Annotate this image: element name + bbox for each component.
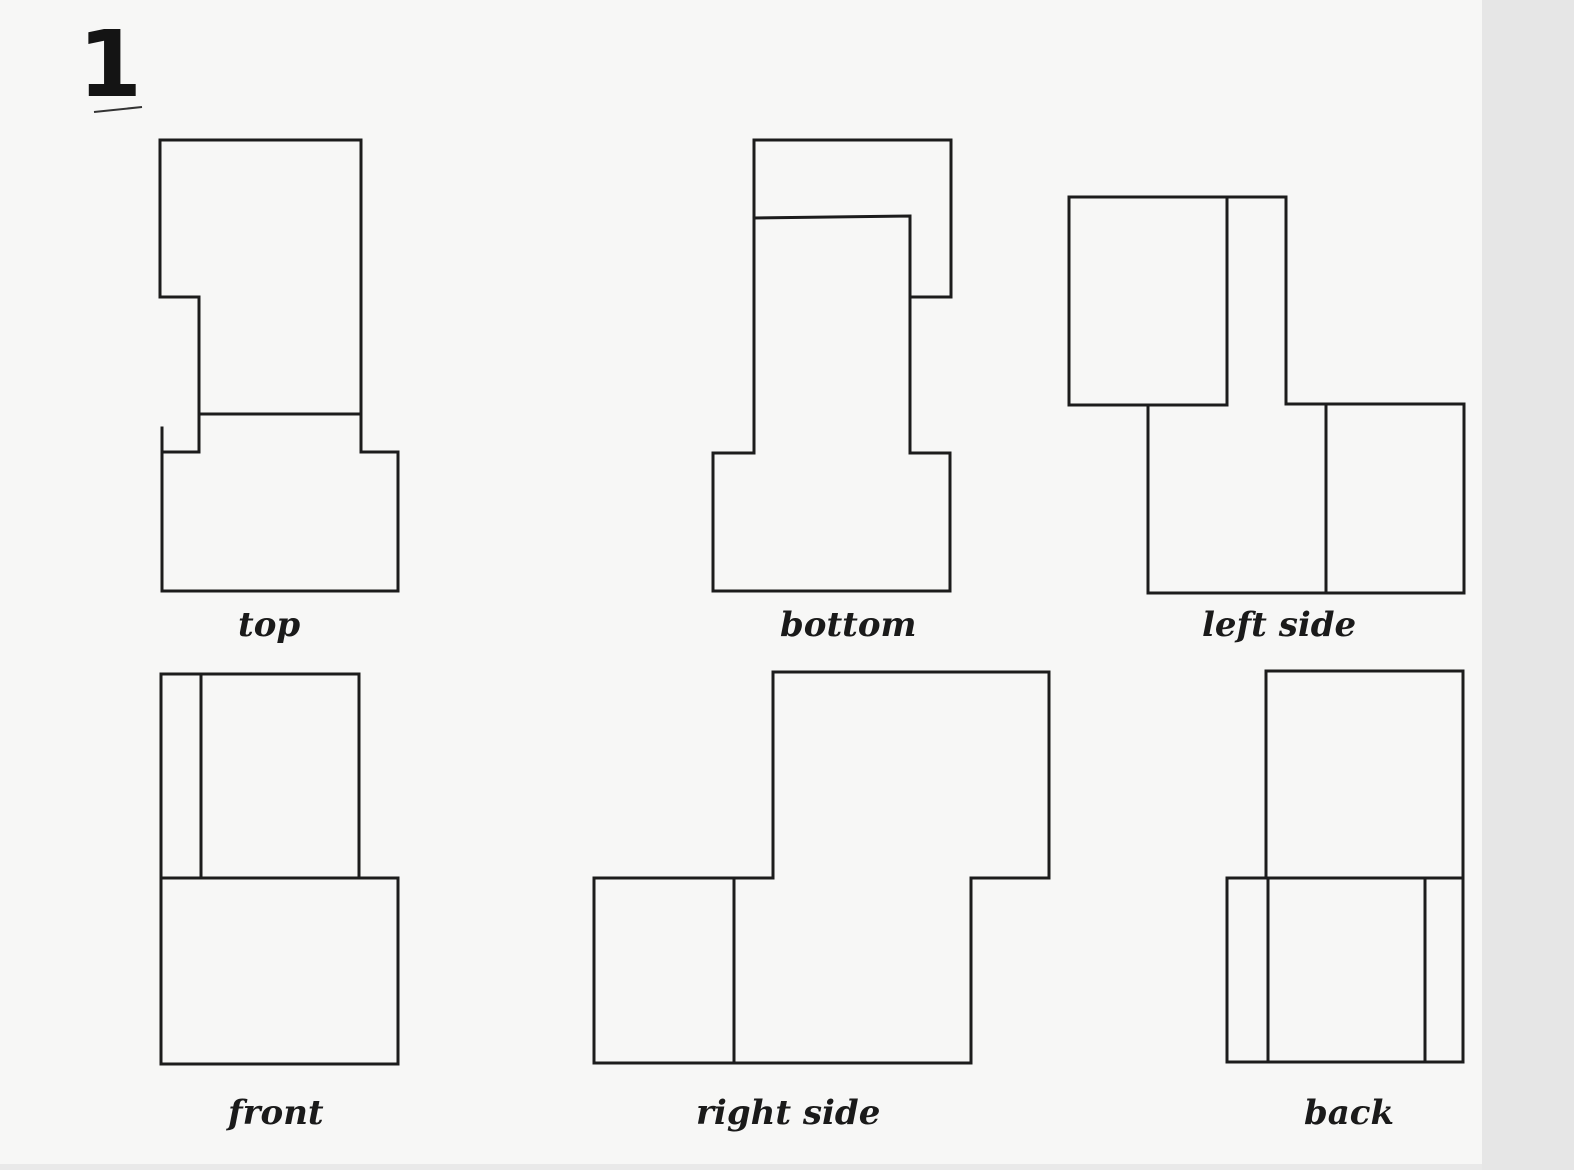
left-side-view-outline	[1067, 195, 1466, 595]
label-top: top	[238, 605, 300, 645]
view-bottom	[711, 138, 953, 593]
label-front: front	[226, 1093, 324, 1133]
bottom-view-outline	[711, 138, 953, 593]
sheet-number-underline	[93, 106, 143, 113]
front-view-outline	[159, 672, 400, 1066]
view-top	[158, 138, 400, 593]
paper-right-margin	[1482, 0, 1574, 1170]
label-right-side: right side	[696, 1093, 880, 1133]
label-bottom: bottom	[780, 605, 917, 645]
front-view-inner-lines	[159, 672, 361, 880]
label-left-side: left side	[1202, 605, 1356, 645]
top-view-outline	[158, 138, 400, 593]
label-back: back	[1304, 1093, 1394, 1133]
right-side-view-outline	[592, 670, 1051, 1065]
bottom-view-inner-line	[752, 214, 912, 299]
left-side-view-inner-lines	[1146, 195, 1328, 595]
sheet-number: 1	[78, 11, 142, 118]
view-back	[1225, 669, 1465, 1064]
back-view-inner-lines	[1264, 876, 1465, 1064]
view-left-side	[1067, 195, 1466, 595]
view-right-side	[592, 670, 1051, 1065]
paper-background	[0, 0, 1482, 1164]
view-front	[159, 672, 400, 1066]
